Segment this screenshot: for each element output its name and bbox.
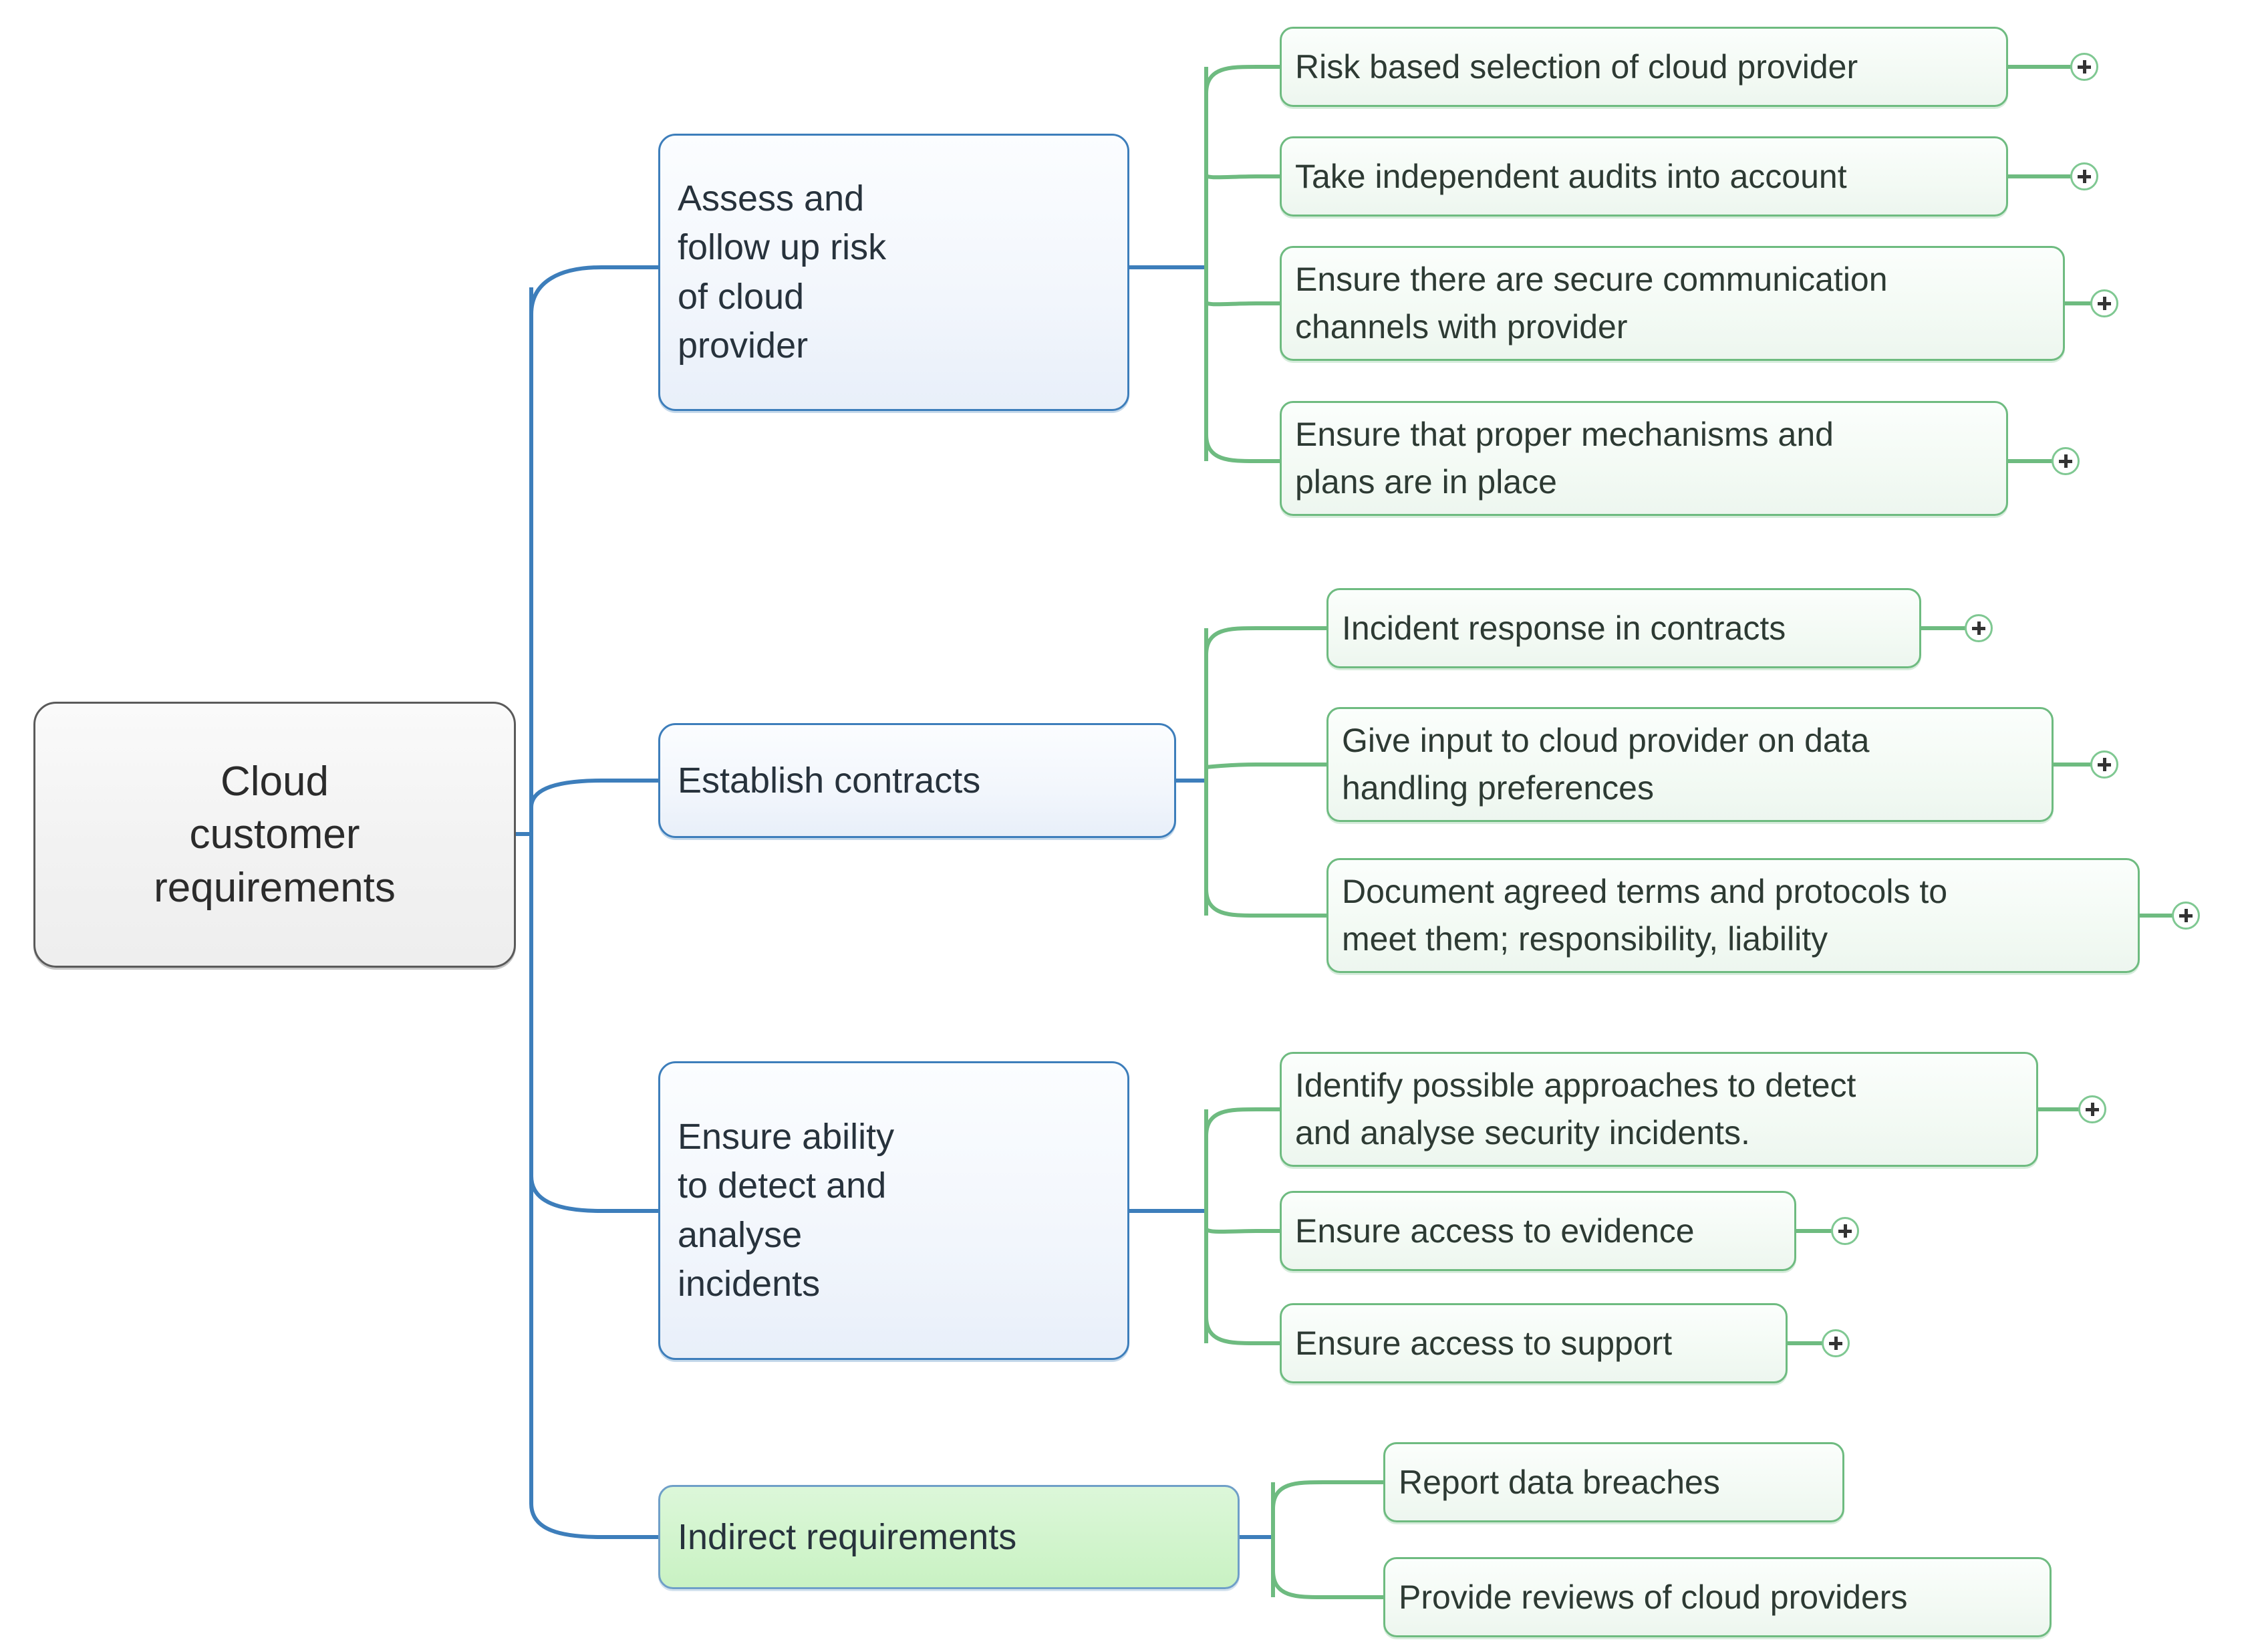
- branch-node-label: Indirect requirements: [678, 1517, 1017, 1557]
- expand-plus-icon[interactable]: [1831, 1217, 1859, 1245]
- expand-plus-icon[interactable]: [1965, 614, 1993, 642]
- leaf-node[interactable]: Incident response in contracts: [1326, 588, 1921, 668]
- root-node[interactable]: Cloud customer requirements: [33, 702, 516, 968]
- plus-glyph: [2078, 170, 2091, 183]
- branch-node-label: Establish contracts: [678, 761, 981, 801]
- leaf-node-label: Risk based selection of cloud provider: [1295, 48, 1858, 86]
- plus-glyph: [2098, 297, 2111, 310]
- plus-glyph: [2179, 909, 2193, 922]
- plus-glyph: [1829, 1337, 1842, 1350]
- plus-glyph: [1972, 622, 1985, 635]
- expand-plus-icon[interactable]: [2090, 750, 2118, 779]
- leaf-node-label: Give input to cloud provider on data han…: [1342, 722, 1870, 807]
- expand-plus-icon[interactable]: [2090, 289, 2118, 317]
- leaf-node-label: Report data breaches: [1399, 1464, 1720, 1501]
- leaf-node[interactable]: Ensure access to evidence: [1280, 1191, 1796, 1271]
- branch-node-assess-risk[interactable]: Assess and follow up risk of cloud provi…: [658, 134, 1129, 411]
- plus-glyph: [1838, 1224, 1852, 1238]
- plus-glyph: [2078, 60, 2091, 74]
- branch-node-label: Ensure ability to detect and analyse inc…: [678, 1116, 895, 1304]
- leaf-node-label: Ensure access to evidence: [1295, 1212, 1695, 1250]
- leaf-node-label: Ensure access to support: [1295, 1325, 1673, 1362]
- branch-node-establish-contracts[interactable]: Establish contracts: [658, 723, 1176, 838]
- leaf-node[interactable]: Ensure access to support: [1280, 1303, 1788, 1383]
- branch-node-indirect-requirements[interactable]: Indirect requirements: [658, 1485, 1240, 1589]
- plus-glyph: [2098, 758, 2111, 771]
- leaf-node-label: Take independent audits into account: [1295, 158, 1847, 195]
- expand-plus-icon[interactable]: [1822, 1329, 1850, 1357]
- leaf-node[interactable]: Report data breaches: [1383, 1442, 1844, 1522]
- leaf-node[interactable]: Give input to cloud provider on data han…: [1326, 707, 2054, 822]
- leaf-node-label: Incident response in contracts: [1342, 609, 1786, 647]
- expand-plus-icon[interactable]: [2078, 1095, 2106, 1123]
- branch-node-label: Assess and follow up risk of cloud provi…: [678, 178, 887, 366]
- branch-node-detect-analyse[interactable]: Ensure ability to detect and analyse inc…: [658, 1061, 1129, 1360]
- expand-plus-icon[interactable]: [2070, 53, 2098, 81]
- leaf-node[interactable]: Identify possible approaches to detect a…: [1280, 1052, 2038, 1167]
- leaf-node-label: Provide reviews of cloud providers: [1399, 1578, 1908, 1616]
- expand-plus-icon[interactable]: [2052, 447, 2080, 475]
- leaf-node[interactable]: Ensure there are secure communication ch…: [1280, 246, 2065, 361]
- expand-plus-icon[interactable]: [2070, 162, 2098, 190]
- leaf-node-label: Ensure that proper mechanisms and plans …: [1295, 416, 1834, 501]
- leaf-node-label: Document agreed terms and protocols to m…: [1342, 873, 1948, 958]
- leaf-node[interactable]: Risk based selection of cloud provider: [1280, 27, 2008, 107]
- plus-glyph: [2086, 1103, 2099, 1116]
- leaf-node[interactable]: Provide reviews of cloud providers: [1383, 1557, 2052, 1637]
- leaf-node[interactable]: Ensure that proper mechanisms and plans …: [1280, 401, 2008, 516]
- leaf-node[interactable]: Take independent audits into account: [1280, 136, 2008, 217]
- root-node-label: Cloud customer requirements: [154, 758, 396, 911]
- leaf-node-label: Ensure there are secure communication ch…: [1295, 261, 1888, 346]
- leaf-node[interactable]: Document agreed terms and protocols to m…: [1326, 858, 2140, 973]
- expand-plus-icon[interactable]: [2172, 902, 2200, 930]
- leaf-node-label: Identify possible approaches to detect a…: [1295, 1067, 1856, 1151]
- plus-glyph: [2059, 454, 2072, 468]
